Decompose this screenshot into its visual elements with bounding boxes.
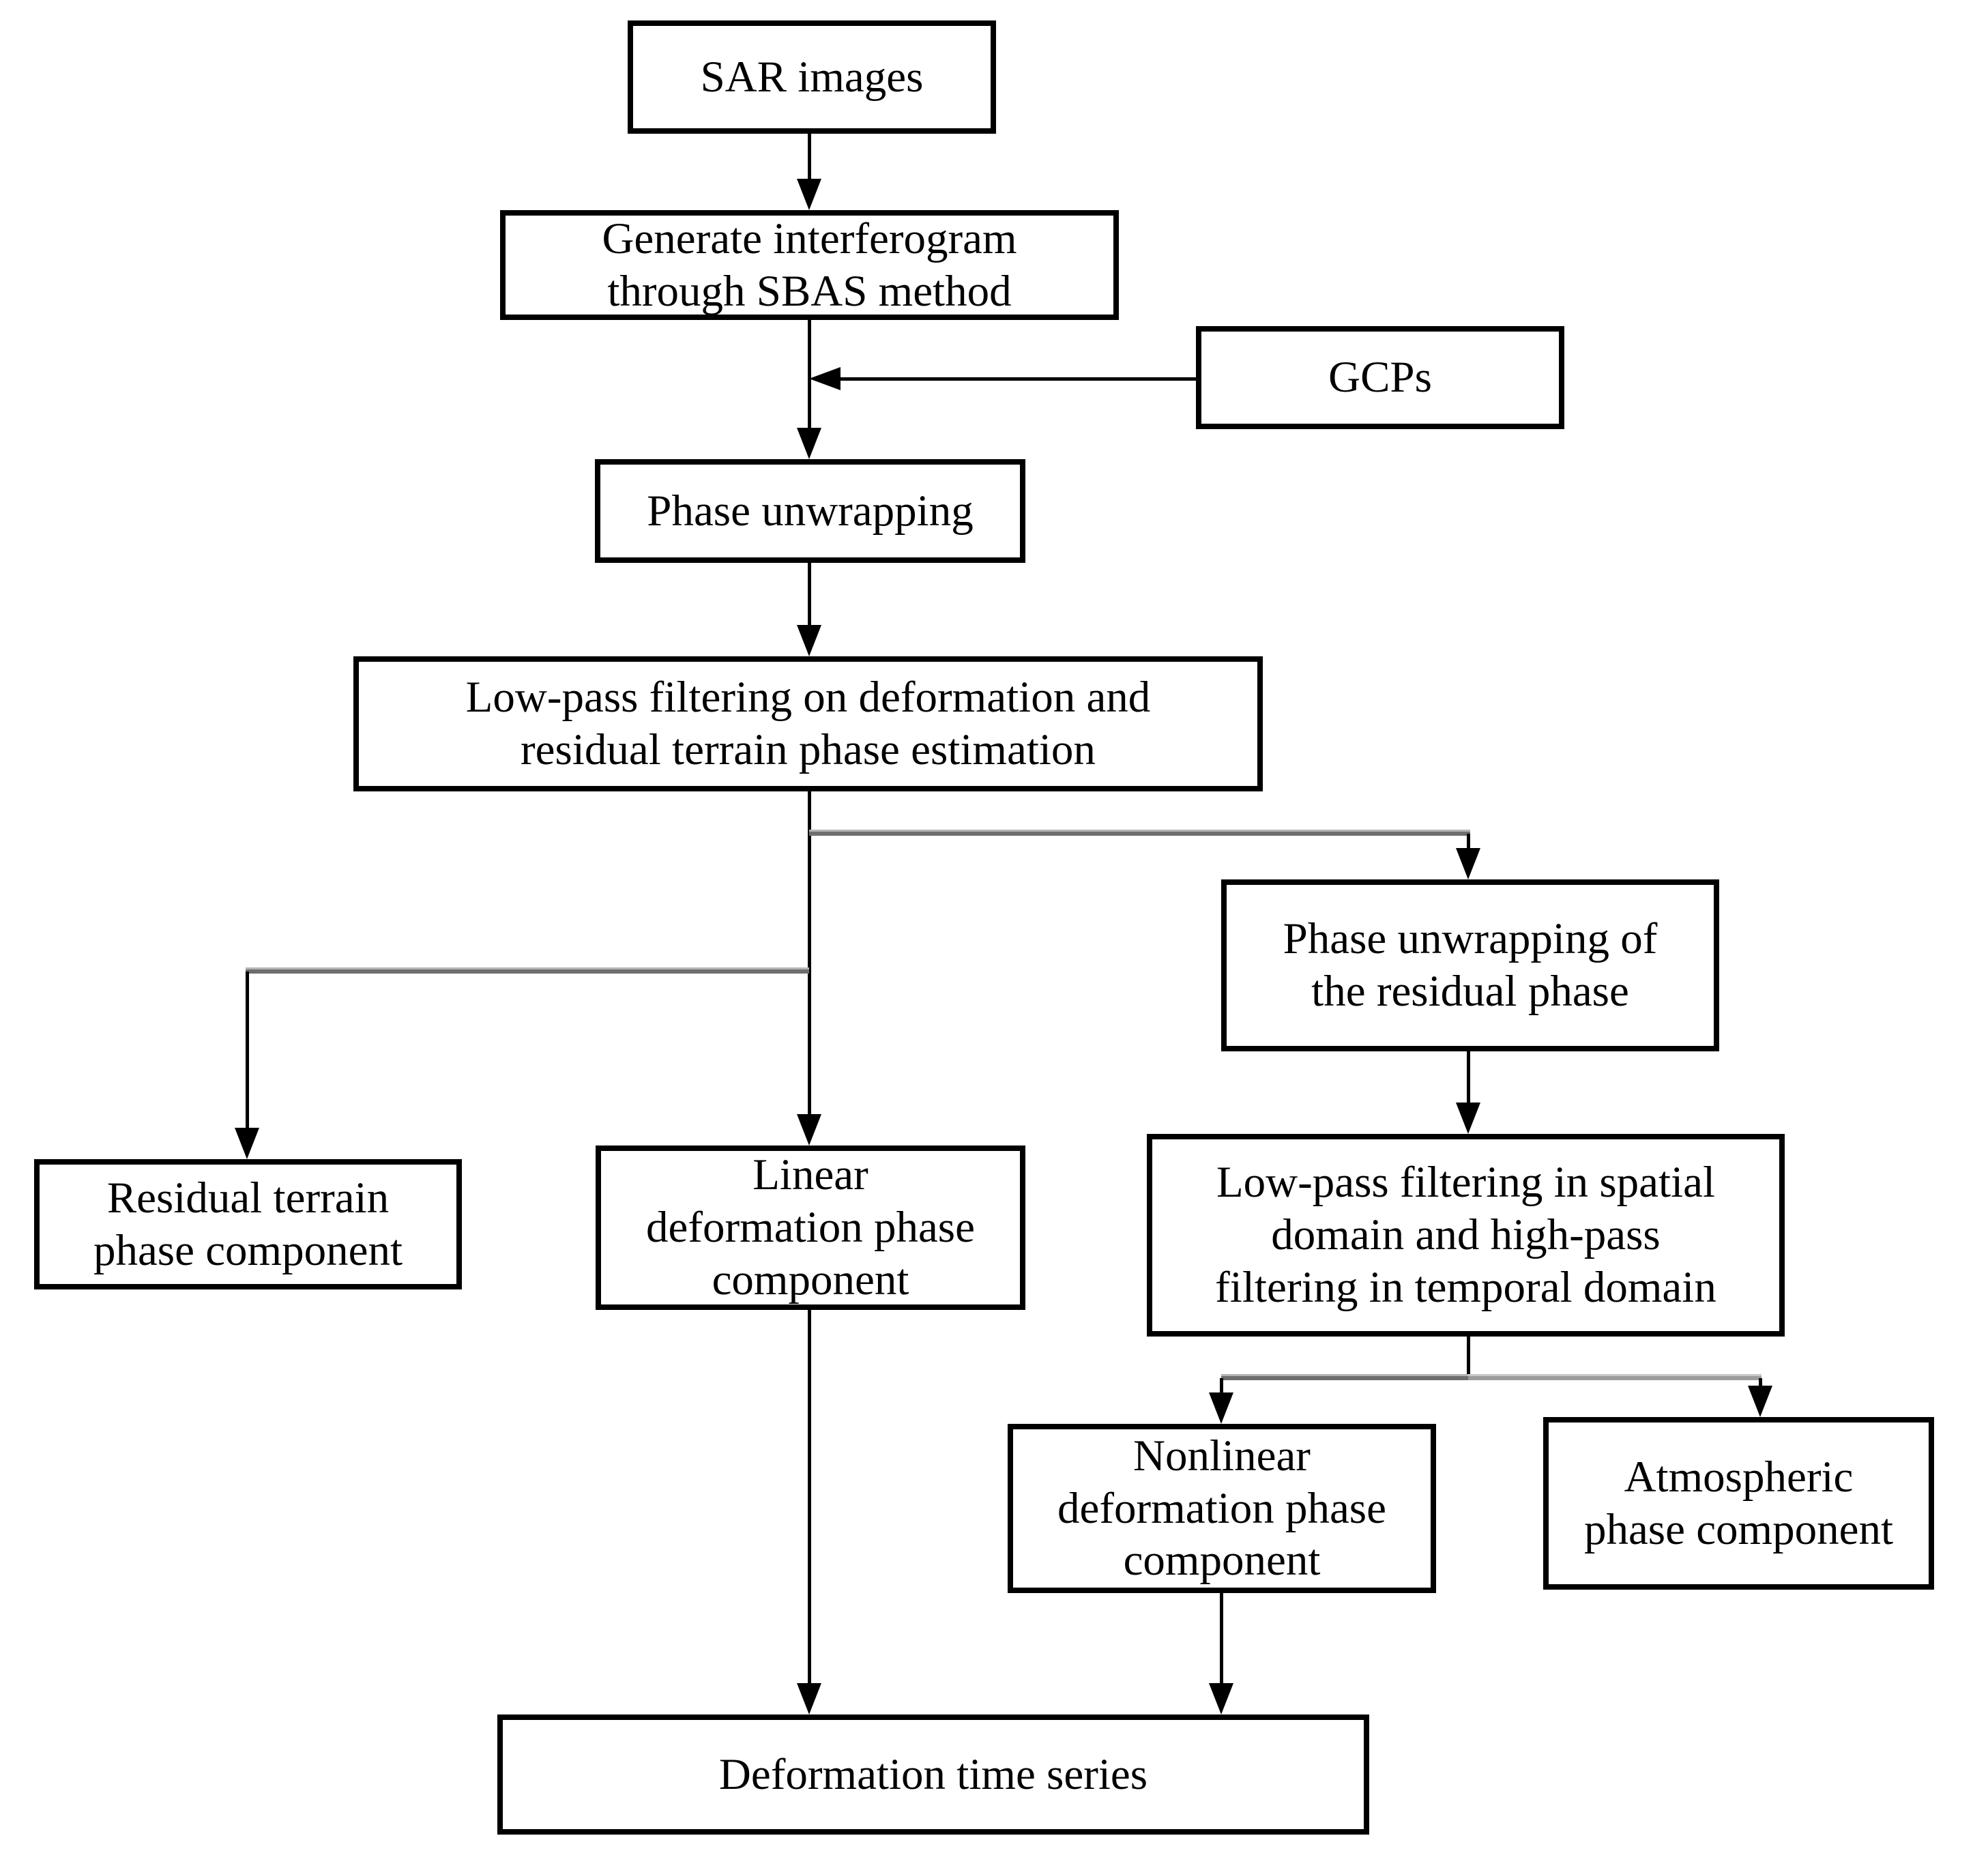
node-linear-deformation-component-label: Linear deformation phase component — [646, 1150, 975, 1304]
line-branch-left-stem — [246, 972, 249, 1129]
node-atmospheric-component-label: Atmospheric phase component — [1583, 1452, 1894, 1554]
node-nonlinear-deformation-component-label: Nonlinear deformation phase component — [1057, 1431, 1386, 1586]
node-deformation-time-series-label: Deformation time series — [718, 1749, 1148, 1799]
arrowhead-to-atmospheric — [1748, 1386, 1772, 1417]
node-nonlinear-deformation-component: Nonlinear deformation phase component — [1008, 1424, 1436, 1593]
node-unwrap-residual-phase-label: Phase unwrapping of the residual phase — [1283, 914, 1658, 1016]
arrowhead-unwrap-residual-to-lowpass-spatial — [1456, 1103, 1480, 1134]
node-unwrap-residual-phase: Phase unwrapping of the residual phase — [1221, 879, 1719, 1051]
node-atmospheric-component: Atmospheric phase component — [1543, 1417, 1934, 1590]
line-linear-to-deformation-ts — [808, 1310, 811, 1684]
node-deformation-time-series: Deformation time series — [497, 1715, 1369, 1835]
line-split-to-nonlinear — [1220, 1378, 1223, 1394]
line-split-left — [1221, 1374, 1468, 1380]
line-split-to-atmospheric — [1759, 1378, 1762, 1387]
line-sar-to-generate — [808, 133, 811, 181]
node-generate-interferogram-label: Generate interferogram through SBAS meth… — [602, 214, 1017, 316]
arrowhead-to-unwrap-residual — [1456, 848, 1480, 879]
node-lowpass-spatial-highpass-temporal: Low-pass filtering in spatial domain and… — [1147, 1134, 1785, 1337]
node-lowpass-deformation-label: Low-pass filtering on deformation and re… — [465, 673, 1151, 774]
node-linear-deformation-component: Linear deformation phase component — [596, 1146, 1025, 1310]
node-generate-interferogram: Generate interferogram through SBAS meth… — [500, 210, 1119, 320]
line-branch-left — [246, 967, 809, 974]
node-sar-images-label: SAR images — [700, 52, 924, 102]
line-split-right — [1468, 1374, 1762, 1380]
line-branch-right-stem — [1467, 834, 1470, 849]
arrowhead-sar-to-generate — [797, 179, 821, 210]
arrowhead-to-residual-terrain — [235, 1128, 259, 1159]
node-phase-unwrapping-label: Phase unwrapping — [647, 486, 974, 536]
node-lowpass-spatial-highpass-temporal-label: Low-pass filtering in spatial domain and… — [1215, 1158, 1716, 1312]
line-branch-right — [809, 830, 1470, 836]
arrowhead-phase-unwrapping-to-lowpass — [797, 625, 821, 656]
node-sar-images: SAR images — [628, 20, 996, 134]
arrowhead-gcps-input — [809, 367, 840, 390]
arrowhead-generate-to-phase-unwrapping — [797, 428, 821, 459]
line-nonlinear-to-deformation-ts — [1220, 1593, 1223, 1684]
node-gcps: GCPs — [1196, 326, 1564, 429]
arrowhead-to-nonlinear — [1209, 1392, 1233, 1424]
arrowhead-linear-to-deformation-ts — [797, 1683, 821, 1715]
line-lowpass-to-linear — [808, 791, 811, 1115]
node-residual-terrain-component-label: Residual terrain phase component — [93, 1173, 403, 1275]
arrowhead-nonlinear-to-deformation-ts — [1209, 1683, 1233, 1715]
node-gcps-label: GCPs — [1328, 353, 1432, 403]
node-residual-terrain-component: Residual terrain phase component — [34, 1159, 462, 1289]
node-lowpass-deformation: Low-pass filtering on deformation and re… — [353, 656, 1263, 791]
line-lowpass-spatial-split-stem — [1467, 1337, 1470, 1378]
arrowhead-lowpass-to-linear — [797, 1114, 821, 1146]
line-phase-unwrapping-to-lowpass — [808, 563, 811, 626]
line-gcps-input — [839, 377, 1196, 381]
node-phase-unwrapping: Phase unwrapping — [595, 459, 1025, 563]
line-unwrap-residual-to-lowpass-spatial — [1467, 1051, 1470, 1104]
